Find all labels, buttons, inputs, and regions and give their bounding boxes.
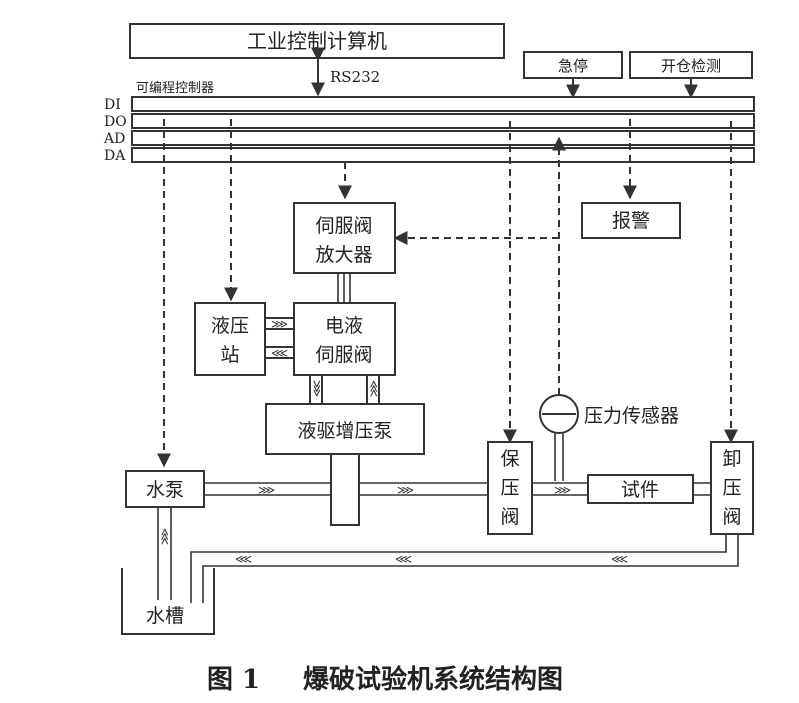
water-flow-glyph-1: ⋙ [258,483,275,497]
bus-ad-label: AD [103,131,125,147]
water-tank: 水槽 [121,568,215,635]
emergency-stop: 急停 [523,51,623,99]
rs232-label: RS232 [330,68,380,86]
water-pump: 水泵 [125,470,205,508]
holding-valve-label-2: 压 [500,477,519,499]
plc-label: 可编程控制器 [136,81,214,96]
bus-di [131,96,755,112]
specimen: 试件 [587,474,694,504]
bus-ad [131,130,755,146]
servo-valve-label-2: 伺服阀 [315,344,372,366]
return-flow-glyph-2: ⋘ [395,552,412,566]
bus-do [131,113,755,129]
hydraulic-station-label-1: 液压 [211,315,249,337]
return-flow-glyph-3: ⋘ [611,552,628,566]
valve-pump-flow-up-glyph: ⋘ [367,380,381,397]
unloading-valve: 卸 压 阀 [710,441,754,535]
pressure-holding-valve: 保 压 阀 [487,441,533,535]
specimen-label: 试件 [621,479,659,501]
figure-number: 图 1 [207,665,260,695]
valve-pump-flow-down-glyph: ⋙ [310,380,324,397]
industrial-computer-label: 工业控制计算机 [247,29,387,53]
amp-to-valve-wires [337,273,351,303]
main-water-line: ⋙ ⋙ ⋙ [204,482,711,497]
water-flow-glyph-2: ⋙ [397,483,414,497]
oil-lines: ⋙ ⋘ [264,317,295,360]
return-flow-glyph-1: ⋘ [235,552,252,566]
industrial-computer: 工业控制计算机 [129,23,505,59]
open-detection: 开仓检测 [629,51,753,99]
unloading-valve-label-3: 阀 [722,506,741,528]
pressure-sensor: 压力传感器 [539,394,679,481]
servo-amplifier-label-2: 放大器 [315,244,372,266]
suction-line: ⋘ [157,507,172,600]
valve-to-pump-lines: ⋙ ⋘ [309,374,381,405]
hydraulic-station: 液压 站 [194,302,266,376]
bus-di-label: DI [104,97,121,113]
electro-hydraulic-servo-valve: 电液 伺服阀 [293,302,396,376]
hydraulic-station-label-2: 站 [220,344,239,366]
oil-flow-out-glyph: ⋙ [271,317,288,331]
bus-da [131,147,755,163]
hydraulic-booster-pump: 液驱增压泵 [265,403,425,526]
figure-caption: 图 1 爆破试验机系统结构图 [207,664,563,695]
servo-amplifier-label-1: 伺服阀 [315,215,372,237]
return-water-line: ⋘ ⋘ ⋘ [190,534,739,603]
holding-valve-label-3: 阀 [500,506,519,528]
alarm-label: 报警 [612,210,650,232]
alarm: 报警 [581,202,681,239]
unloading-valve-label-1: 卸 [722,448,741,470]
figure-title: 爆破试验机系统结构图 [303,664,563,695]
plc-bus-group: DI DO AD DA [103,96,755,164]
servo-amplifier: 伺服阀 放大器 [293,202,396,274]
signal-lines [157,119,738,468]
water-pump-label: 水泵 [146,479,184,501]
bus-do-label: DO [104,114,127,130]
pressure-sensor-label: 压力传感器 [584,405,679,427]
unloading-valve-label-2: 压 [722,477,741,499]
bus-da-label: DA [104,148,126,164]
suction-flow-glyph: ⋘ [158,528,172,545]
emergency-stop-label: 急停 [558,57,588,75]
rs232-link: RS232 [311,47,380,97]
holding-valve-label-1: 保 [500,448,519,470]
booster-pump-label: 液驱增压泵 [297,420,392,442]
servo-valve-label-1: 电液 [325,315,363,337]
oil-flow-return-glyph: ⋘ [271,346,288,360]
water-flow-glyph-3: ⋙ [554,483,571,497]
water-tank-label: 水槽 [146,605,184,627]
open-detection-label: 开仓检测 [661,57,721,75]
